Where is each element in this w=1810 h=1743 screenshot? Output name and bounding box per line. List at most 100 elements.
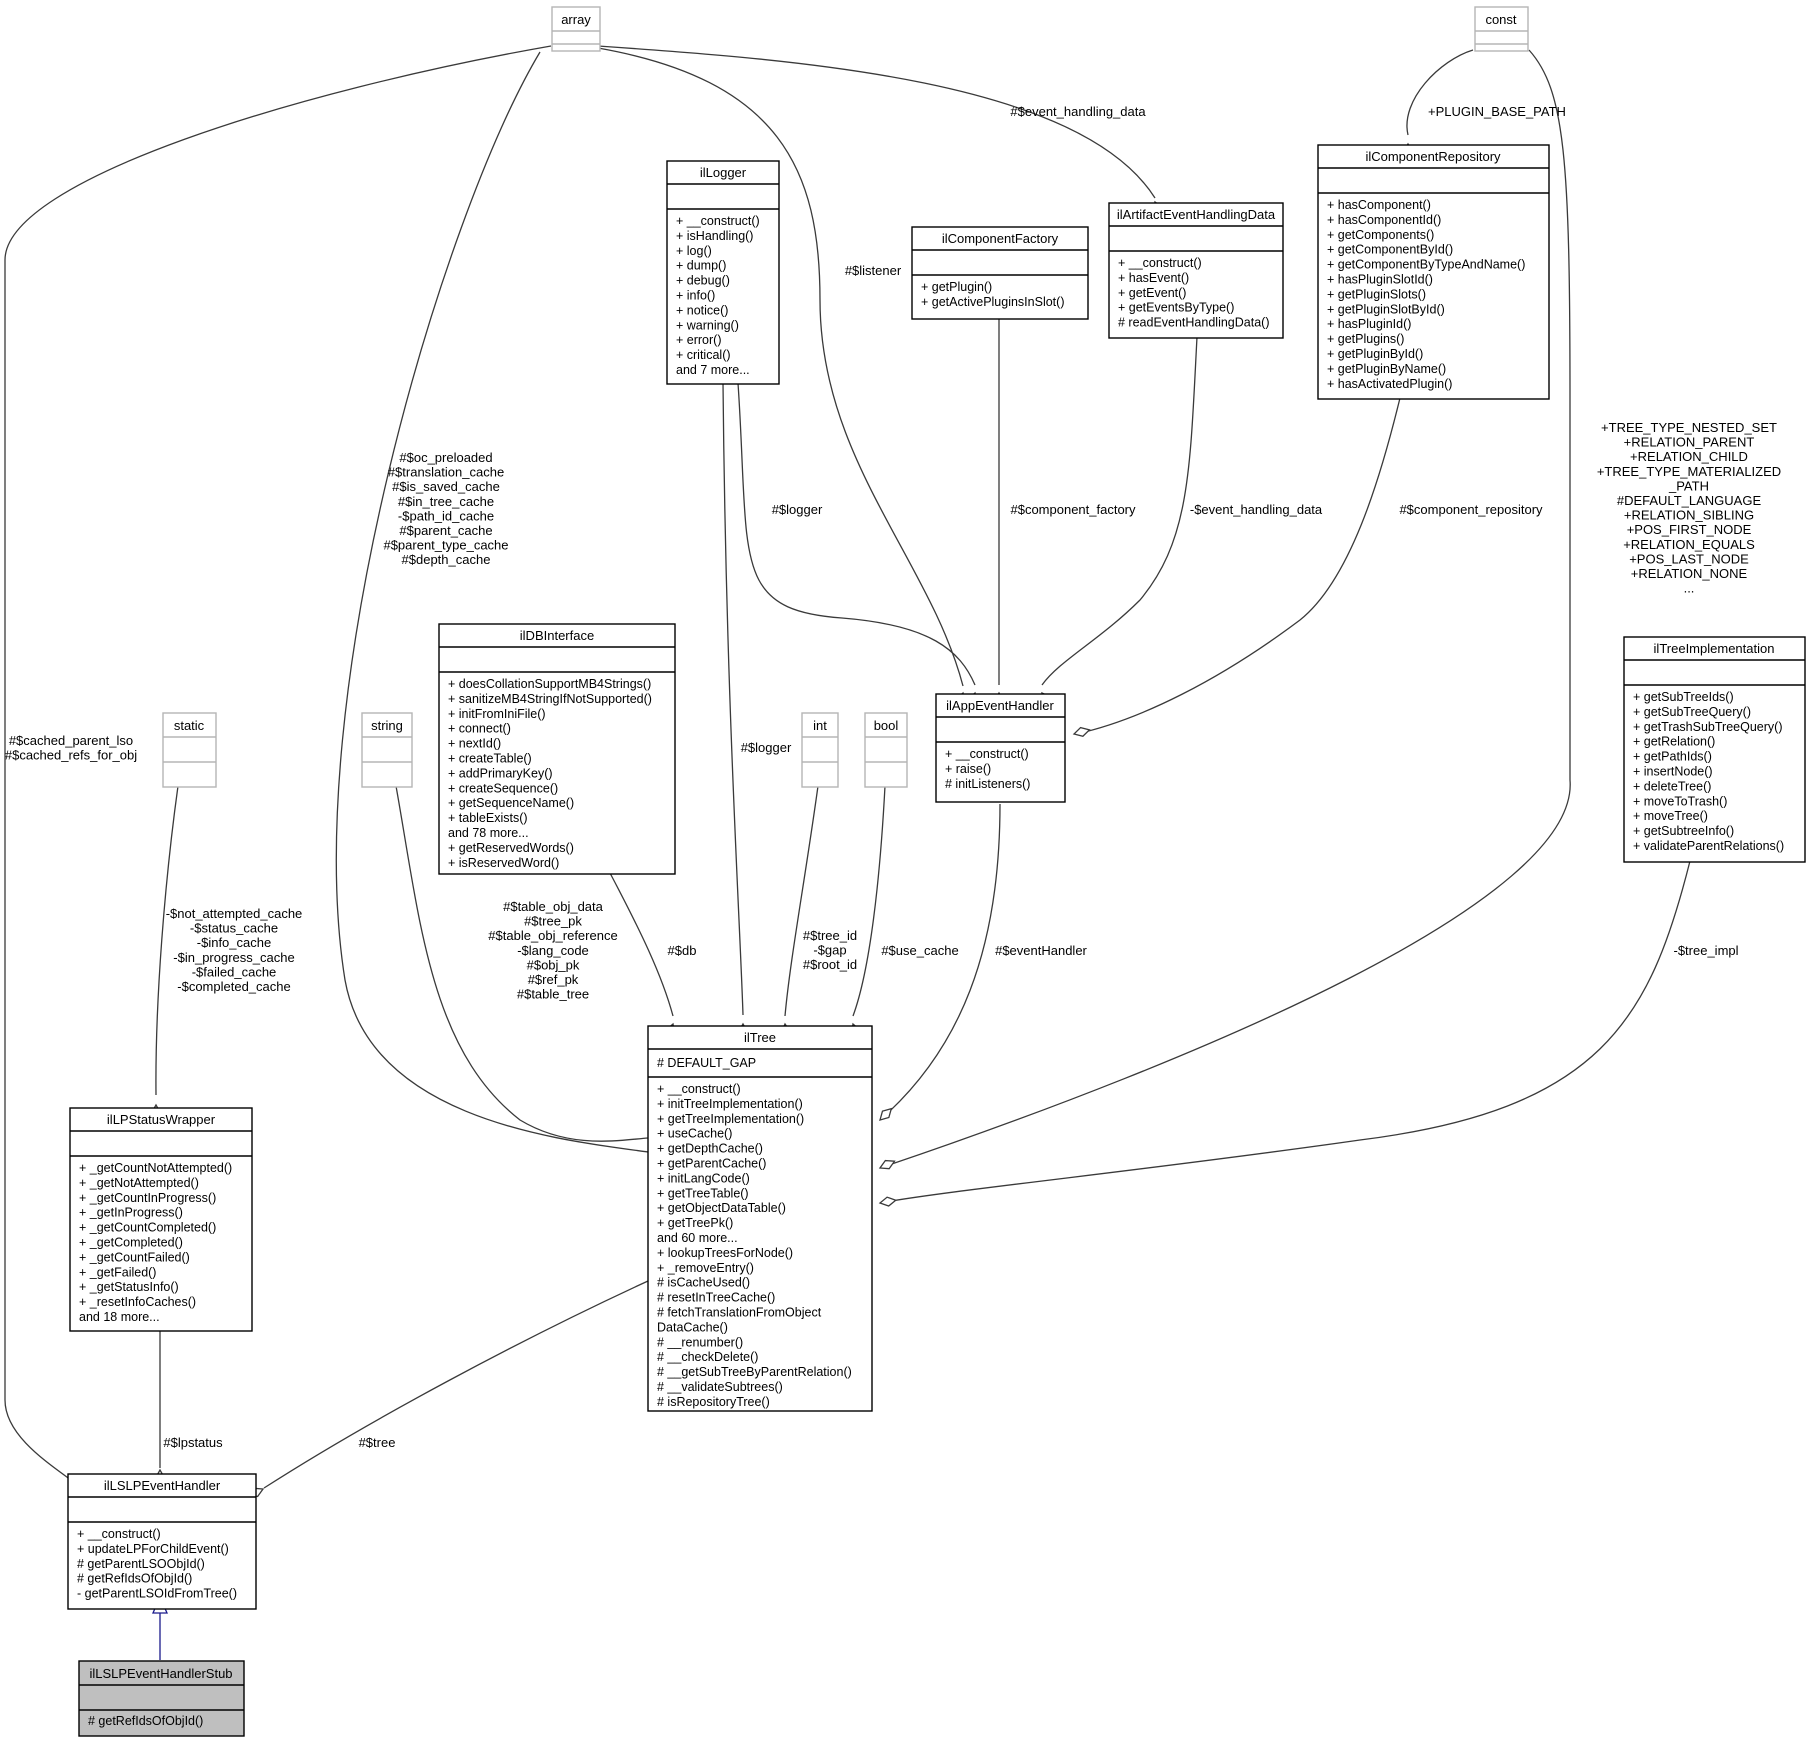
class-title: ilComponentRepository: [1365, 149, 1501, 164]
method-item: # getRefIdsOfObjId(): [77, 1572, 192, 1586]
method-item: + getTreeTable(): [657, 1186, 749, 1200]
class-title: ilTree: [744, 1030, 776, 1045]
edge-label: #$tree_pk: [524, 914, 582, 929]
class-ilartifacteventhandlingdata: ilArtifactEventHandlingData + __construc…: [1108, 202, 1284, 339]
class-title: ilLSLPEventHandlerStub: [89, 1666, 232, 1681]
aggregation-diamond: [879, 1107, 893, 1121]
method-item: # readEventHandlingData(): [1118, 316, 1269, 330]
aggregation-diamond: [878, 1196, 898, 1207]
class-iltreeimplementation: ilTreeImplementation + getSubTreeIds()+ …: [1623, 636, 1806, 863]
class-title: ilComponentFactory: [942, 231, 1059, 246]
method-item: + _resetInfoCaches(): [79, 1295, 196, 1309]
method-item: + notice(): [676, 303, 728, 317]
edge-label: #$table_tree: [517, 987, 589, 1002]
edge-array-to-iltree: [335, 51, 649, 1153]
method-item: + info(): [676, 289, 715, 303]
edge-label: #$in_tree_cache: [398, 494, 494, 509]
edge-const-to-iltree: [879, 49, 1571, 1169]
edge-array-to-lslp: [4, 45, 552, 1491]
method-item: + createSequence(): [448, 781, 558, 795]
edge-label: #DEFAULT_LANGUAGE: [1617, 493, 1762, 508]
class-const: const: [1474, 6, 1529, 52]
class-title: ilAppEventHandler: [946, 698, 1054, 713]
edge-label: #$translation_cache: [388, 465, 504, 480]
edge-label: #$eventHandler: [995, 943, 1087, 958]
method-list: + __construct()+ isHandling()+ log()+ du…: [676, 214, 760, 377]
edge-label: -$completed_cache: [177, 979, 290, 994]
method-item: + critical(): [676, 348, 731, 362]
class-illogger: ilLogger + __construct()+ isHandling()+ …: [666, 160, 780, 385]
edge-label: #$obj_pk: [527, 957, 580, 972]
method-item: + _getCountInProgress(): [79, 1191, 216, 1205]
method-list: + __construct()+ initTreeImplementation(…: [657, 1082, 852, 1409]
method-item: # getRefIdsOfObjId(): [88, 1714, 203, 1728]
aggregation-diamond: [1072, 726, 1091, 737]
method-item: + __construct(): [1118, 256, 1202, 270]
method-item: # isCacheUsed(): [657, 1276, 750, 1290]
method-item: + getPluginSlotById(): [1327, 302, 1445, 316]
edge-label: #$lpstatus: [163, 1435, 223, 1450]
class-array: array: [551, 6, 601, 52]
edge-label: #$depth_cache: [402, 552, 491, 567]
method-item: + getTreePk(): [657, 1216, 733, 1230]
class-illslpeventhandlerstub: ilLSLPEventHandlerStub # getRefIdsOfObjI…: [78, 1660, 245, 1737]
edge-db-to-iltree: [609, 872, 674, 1017]
method-item: + getComponentByTypeAndName(): [1327, 258, 1525, 272]
method-item: + isReservedWord(): [448, 856, 559, 870]
method-item: + _removeEntry(): [657, 1261, 754, 1275]
method-item: + getRelation(): [1633, 735, 1715, 749]
method-item: + lookupTreesForNode(): [657, 1246, 793, 1260]
method-item: + log(): [676, 244, 712, 258]
edge-logger-to-iltree: [722, 382, 744, 1016]
method-item: + __construct(): [945, 747, 1029, 761]
edge-label: +TREE_TYPE_MATERIALIZED: [1597, 464, 1781, 479]
method-item: + _getCountNotAttempted(): [79, 1161, 232, 1175]
method-item: + getDepthCache(): [657, 1142, 763, 1156]
method-item: + tableExists(): [448, 811, 528, 825]
edge-string-to-iltree: [395, 785, 649, 1142]
method-item: + moveToTrash(): [1633, 794, 1727, 808]
edge-label: +RELATION_NONE: [1631, 566, 1748, 581]
method-item: + dump(): [676, 259, 726, 273]
edge-label: #$cached_parent_lso: [9, 733, 133, 748]
method-item: + getTreeImplementation(): [657, 1112, 804, 1126]
method-item: + getPluginByName(): [1327, 362, 1446, 376]
class-bool: bool: [864, 712, 908, 788]
method-item: + initLangCode(): [657, 1171, 750, 1185]
method-item: + moveTree(): [1633, 809, 1708, 823]
method-item: + __construct(): [77, 1527, 161, 1541]
method-item: + raise(): [945, 762, 991, 776]
edge-bool-to-iltree: [852, 785, 886, 1017]
method-item: + isHandling(): [676, 229, 753, 243]
edge-label: +TREE_TYPE_NESTED_SET: [1601, 420, 1777, 435]
edge-const-to-repository: [1406, 49, 1474, 136]
aggregation-diamond: [878, 1159, 896, 1170]
method-item: + doesCollationSupportMB4Strings(): [448, 677, 651, 691]
edge-label: -$failed_cache: [192, 964, 277, 979]
edge-label: #$tree: [359, 1435, 396, 1450]
method-item: + updateLPForChildEvent(): [77, 1542, 229, 1556]
method-list: + doesCollationSupportMB4Strings()+ sani…: [448, 677, 652, 870]
method-item: + getPlugin(): [921, 280, 992, 294]
method-item: + useCache(): [657, 1127, 732, 1141]
edge-label: #$component_repository: [1399, 502, 1543, 517]
edge-label: ...: [1684, 581, 1695, 596]
class-title: ilLPStatusWrapper: [107, 1112, 216, 1127]
method-list: + __construct()+ updateLPForChildEvent()…: [77, 1527, 237, 1601]
class-title: string: [371, 718, 403, 733]
class-title: ilLogger: [700, 165, 747, 180]
edge-label: #$is_saved_cache: [392, 479, 500, 494]
method-item: + _getNotAttempted(): [79, 1176, 199, 1190]
edge-label: -$in_progress_cache: [173, 950, 294, 965]
edge-appeventhandler-to-iltree: [879, 803, 1001, 1121]
edge-label: #$listener: [845, 263, 902, 278]
edge-treeimpl-to-iltree: [879, 860, 1691, 1204]
method-item: + getSubTreeIds(): [1633, 690, 1734, 704]
method-item: + getSubTreeQuery(): [1633, 705, 1751, 719]
class-title: ilTreeImplementation: [1654, 641, 1775, 656]
edge-label: #$component_factory: [1010, 502, 1136, 517]
edge-label: -$event_handling_data: [1190, 502, 1323, 517]
method-list: + __construct()+ hasEvent()+ getEvent()+…: [1118, 256, 1269, 330]
method-item: + getPlugins(): [1327, 332, 1404, 346]
